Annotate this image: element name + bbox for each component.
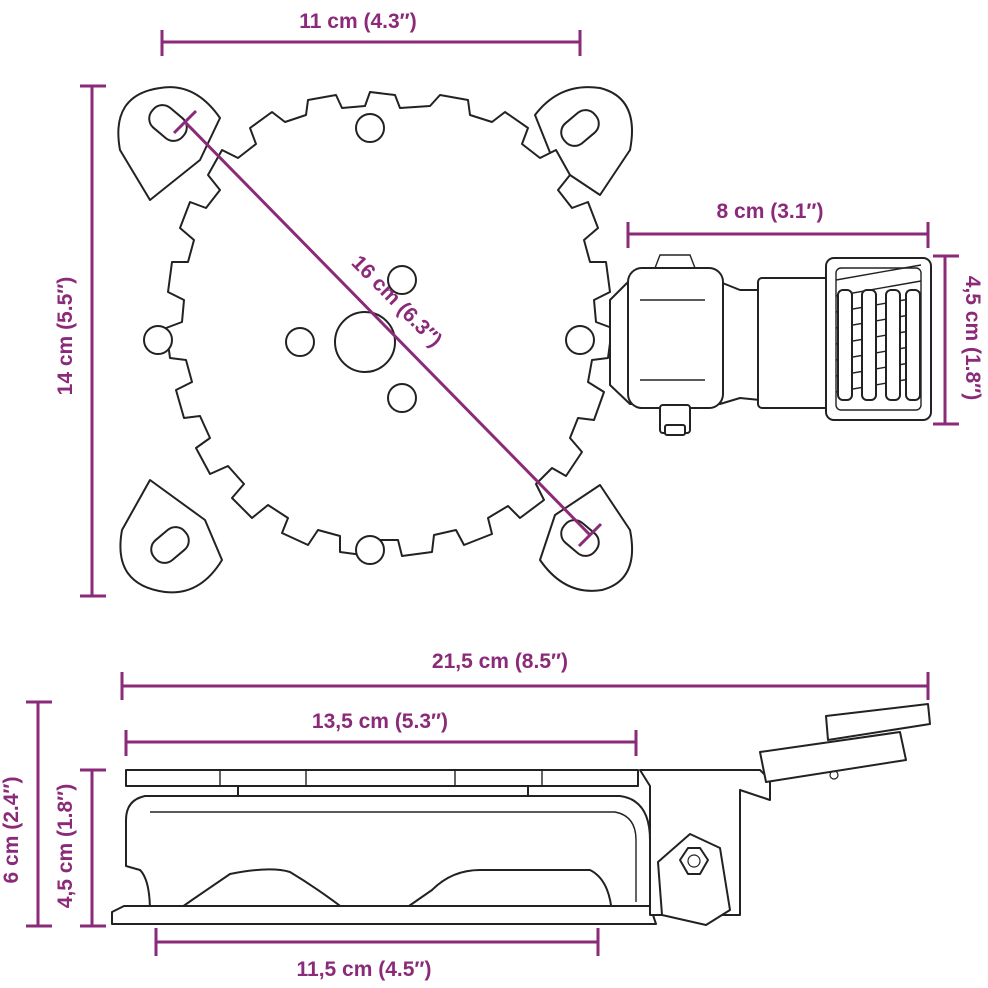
arm-hinge-detail	[640, 254, 705, 381]
dim-pedal-length-label: 8 cm (3.1″)	[717, 200, 824, 223]
side-pedal-rivet	[829, 770, 839, 780]
hex-nut	[679, 847, 709, 875]
dim-side-total-length-label: 21,5 cm (8.5″)	[432, 650, 568, 673]
dim-side-body-height-label: 4,5 cm (1.8″)	[54, 784, 77, 908]
pedal-block	[757, 277, 831, 409]
center-hole	[334, 311, 396, 373]
swivel-plate-side-view	[111, 703, 931, 926]
bolt-hole-inner-bottom	[387, 383, 417, 413]
side-pedal-top	[825, 703, 931, 741]
ear-slot-top-right	[560, 109, 600, 147]
dim-side-base-length: 11,5 cm (4.5″)	[154, 928, 600, 981]
dim-top-height: 14 cm (5.5″)	[54, 84, 106, 598]
bolt-hole-inner-top	[387, 265, 417, 295]
dim-side-total-height: 6 cm (2.4″)	[0, 700, 52, 928]
dim-top-height-label: 14 cm (5.5″)	[54, 277, 77, 396]
dim-side-body-height: 4,5 cm (1.8″)	[54, 768, 106, 928]
side-mid-plate	[237, 785, 529, 797]
foot-pedal	[825, 257, 932, 421]
side-hinge-bracket	[657, 833, 731, 926]
bolt-hole-left	[143, 325, 173, 355]
dim-pedal-width-label: 4,5 cm (1.8″)	[961, 276, 984, 400]
ear-slot-bottom-left	[150, 526, 190, 564]
side-body-inner	[150, 811, 637, 902]
side-top-plate	[125, 769, 639, 787]
dim-side-total-height-label: 6 cm (2.4″)	[0, 777, 23, 884]
side-body	[125, 795, 651, 916]
dim-pedal-width: 4,5 cm (1.8″)	[933, 254, 984, 426]
arm-bolt-head	[664, 424, 686, 436]
corner-ear-top-left	[117, 86, 221, 201]
ear-slot-top-left	[148, 104, 188, 142]
ear-slot-bottom-right	[560, 519, 600, 557]
bolt-hole-bottom	[355, 535, 385, 565]
dim-side-plate-length-label: 13,5 cm (5.3″)	[312, 710, 448, 733]
dim-top-width-label: 11 cm (4.3″)	[299, 10, 416, 33]
bolt-hole-right	[565, 325, 595, 355]
side-base-flange	[111, 905, 657, 925]
arm-hinge	[627, 267, 724, 409]
bolt-hole-top	[355, 113, 385, 143]
swivel-plate-top-view	[117, 86, 932, 594]
side-pedal-base	[759, 731, 907, 783]
side-top-plate-segments	[219, 770, 543, 786]
dim-top-width: 11 cm (4.3″)	[160, 10, 582, 56]
dim-side-total-length: 21,5 cm (8.5″)	[120, 650, 930, 700]
dim-side-base-length-label: 11,5 cm (4.5″)	[297, 958, 432, 981]
dim-side-plate-length: 13,5 cm (5.3″)	[124, 710, 638, 756]
bolt-hole-inner-left	[285, 327, 315, 357]
dim-pedal-length: 8 cm (3.1″)	[626, 200, 930, 248]
